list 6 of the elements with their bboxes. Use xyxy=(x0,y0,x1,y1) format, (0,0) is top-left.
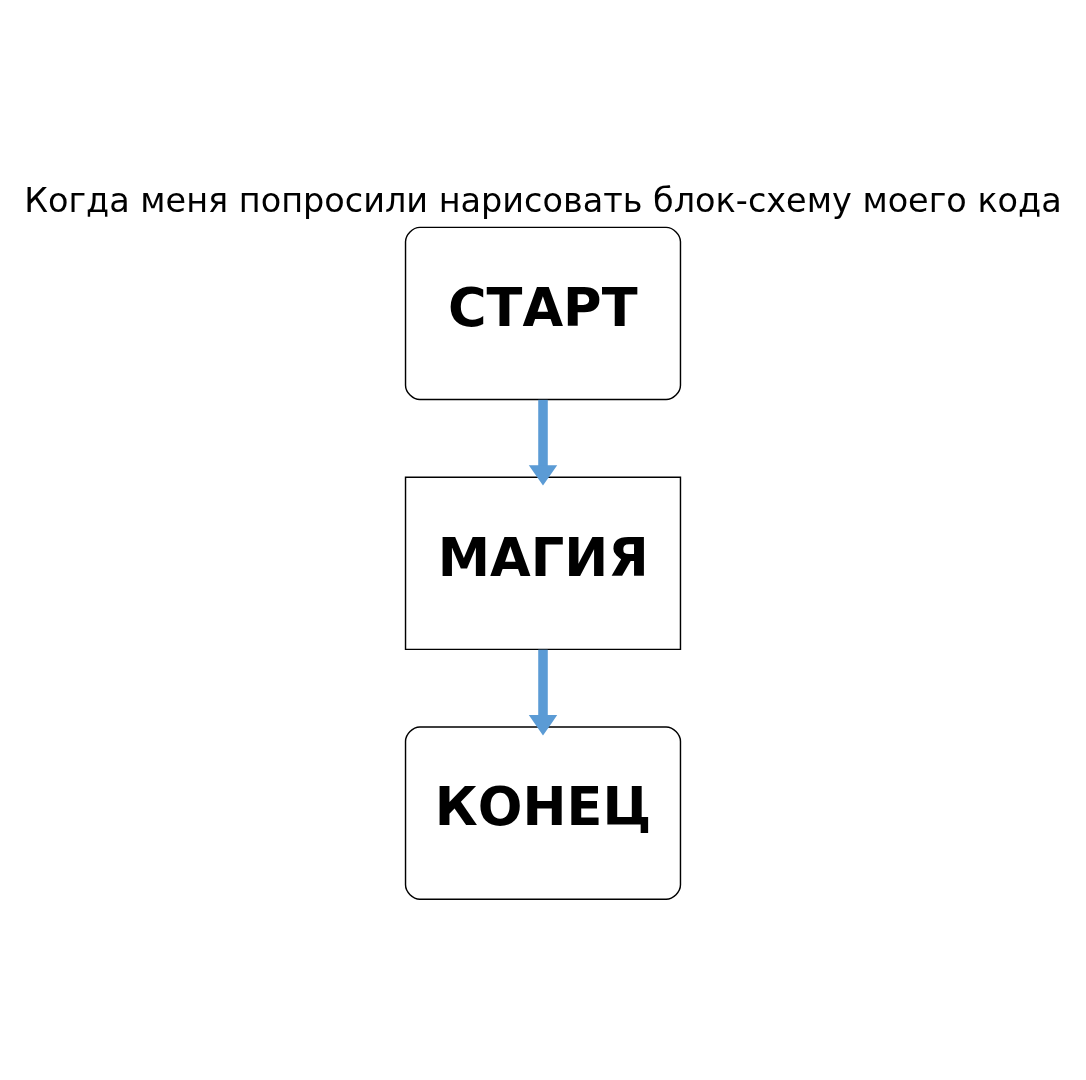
diagram-title: Когда меня попросили нарисовать блок-схему моего кода xyxy=(24,181,1062,221)
node-box: МАГИЯ xyxy=(404,476,682,651)
arrow xyxy=(528,399,558,486)
arrow xyxy=(528,649,558,736)
node-box: СТАРТ xyxy=(404,226,682,401)
node-box: КОНЕЦ xyxy=(404,726,682,900)
